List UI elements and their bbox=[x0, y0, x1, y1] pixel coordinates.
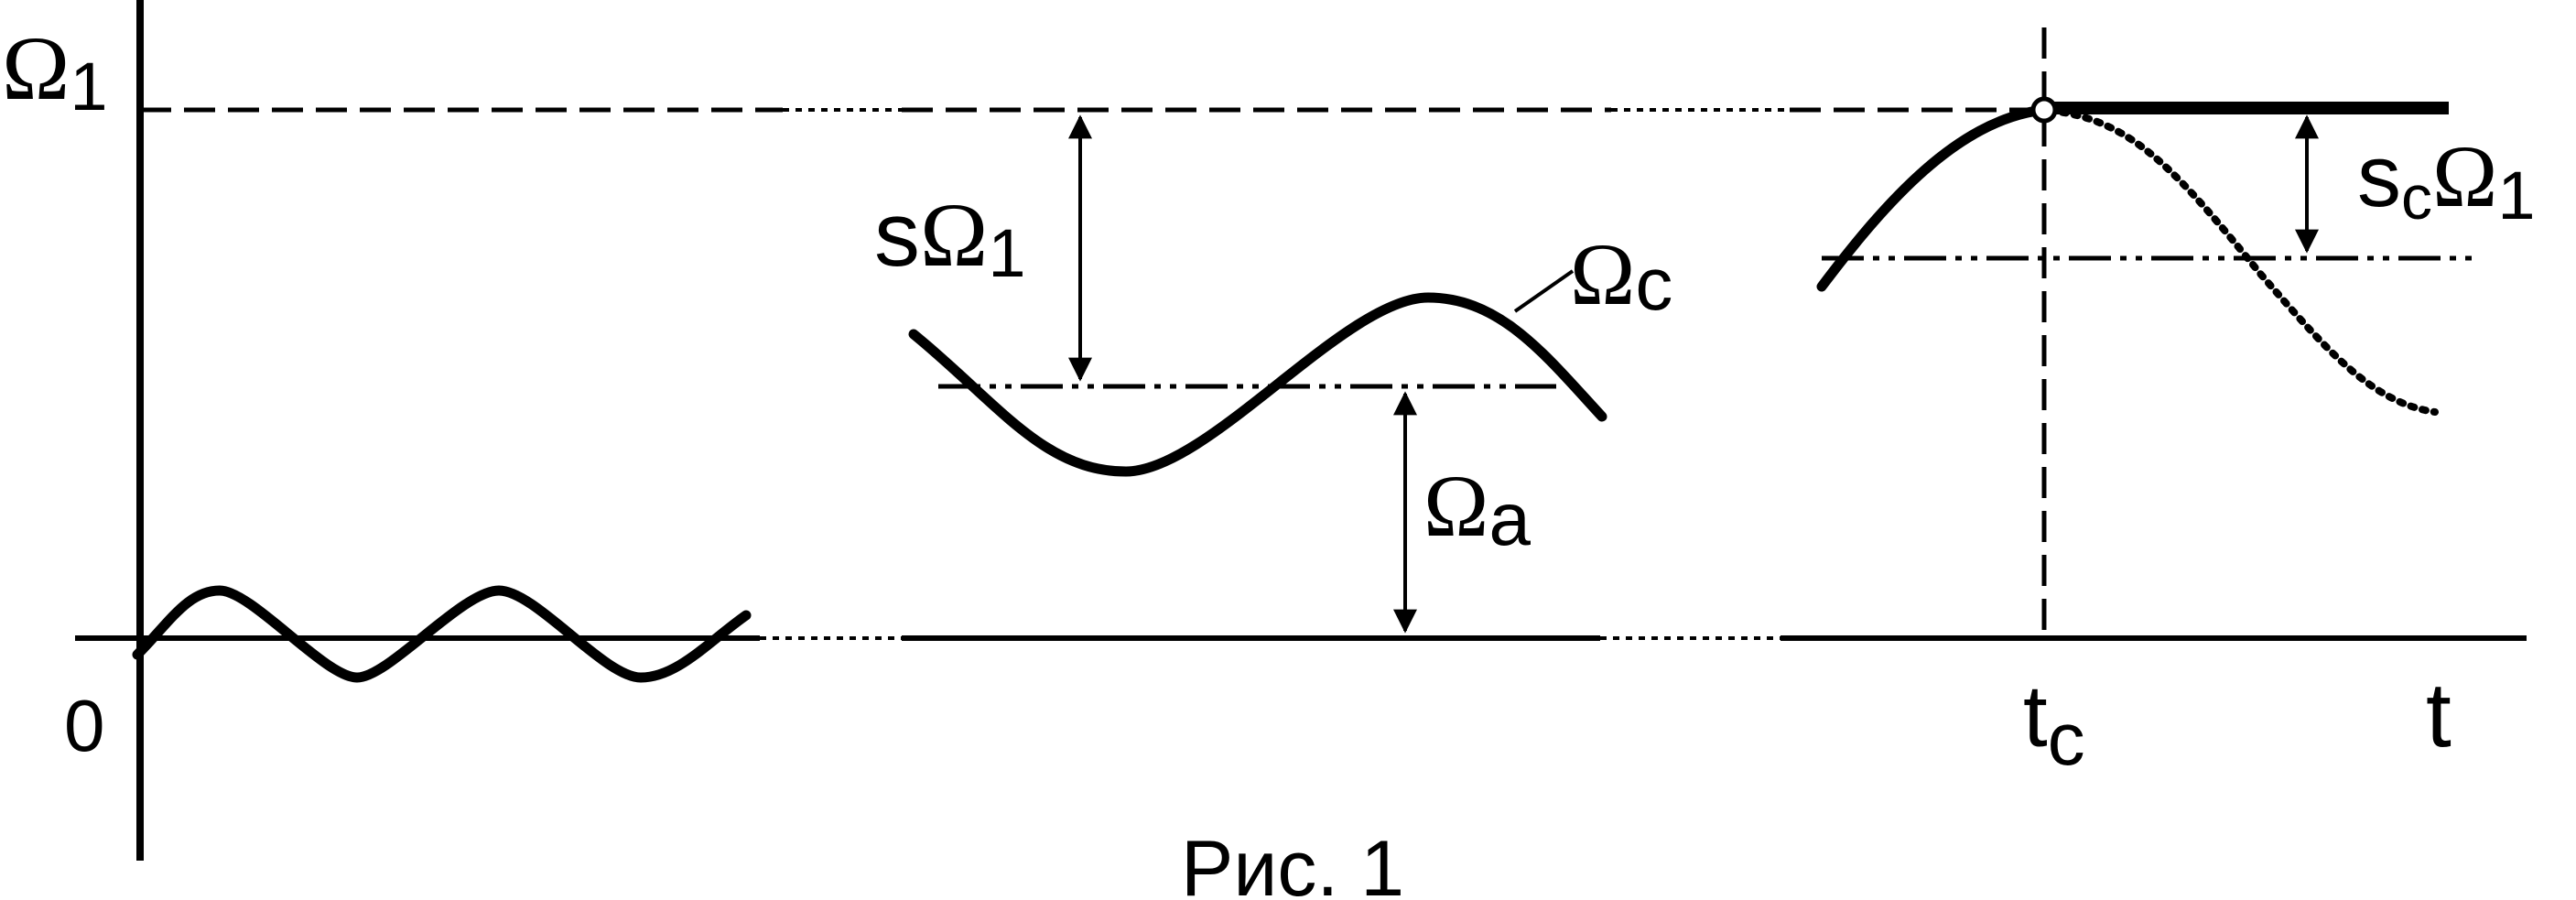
label-t-c-sub: c bbox=[2048, 698, 2085, 781]
label-omega-c-symbol: Ω bbox=[1570, 225, 1635, 323]
initial-oscillation-curve bbox=[132, 585, 752, 683]
label-slip: sΩ1 bbox=[874, 183, 1025, 291]
approach-curve bbox=[1816, 104, 2050, 292]
label-omega-1: Ω1 bbox=[2, 17, 107, 125]
critical-point-marker bbox=[2030, 96, 2058, 124]
label-omega-1-sub: 1 bbox=[70, 49, 107, 125]
label-omega-a-sub: a bbox=[1488, 478, 1531, 561]
label-omega-c: Ωc bbox=[1570, 225, 1672, 326]
omega-c-leader bbox=[1513, 269, 1575, 313]
label-critical-slip-symbol: Ω bbox=[2432, 127, 2497, 225]
label-slip-sub: 1 bbox=[988, 215, 1025, 291]
label-critical-slip-sub: 1 bbox=[2497, 157, 2535, 233]
label-t-c-symbol: t bbox=[2023, 667, 2048, 765]
label-omega-1-symbol: Ω bbox=[2, 17, 70, 119]
figure-caption: Рис. 1 bbox=[1181, 825, 1404, 900]
label-omega-c-sub: c bbox=[1635, 243, 1672, 326]
label-t-c: tc bbox=[2023, 667, 2085, 781]
label-critical-slip-prefix-sub: c bbox=[2401, 163, 2432, 233]
label-critical-slip-prefix: s bbox=[2357, 127, 2401, 225]
label-slip-prefix: s bbox=[874, 183, 920, 286]
label-omega-a: Ωa bbox=[1423, 457, 1531, 561]
label-time: t bbox=[2426, 664, 2452, 766]
label-origin: 0 bbox=[64, 685, 105, 766]
falling-dotted-curve bbox=[2047, 107, 2439, 416]
label-omega-a-symbol: Ω bbox=[1423, 457, 1488, 555]
label-slip-symbol: Ω bbox=[920, 184, 988, 286]
omega-c-curve bbox=[908, 292, 1607, 477]
label-critical-slip: scΩ1 bbox=[2357, 127, 2536, 233]
